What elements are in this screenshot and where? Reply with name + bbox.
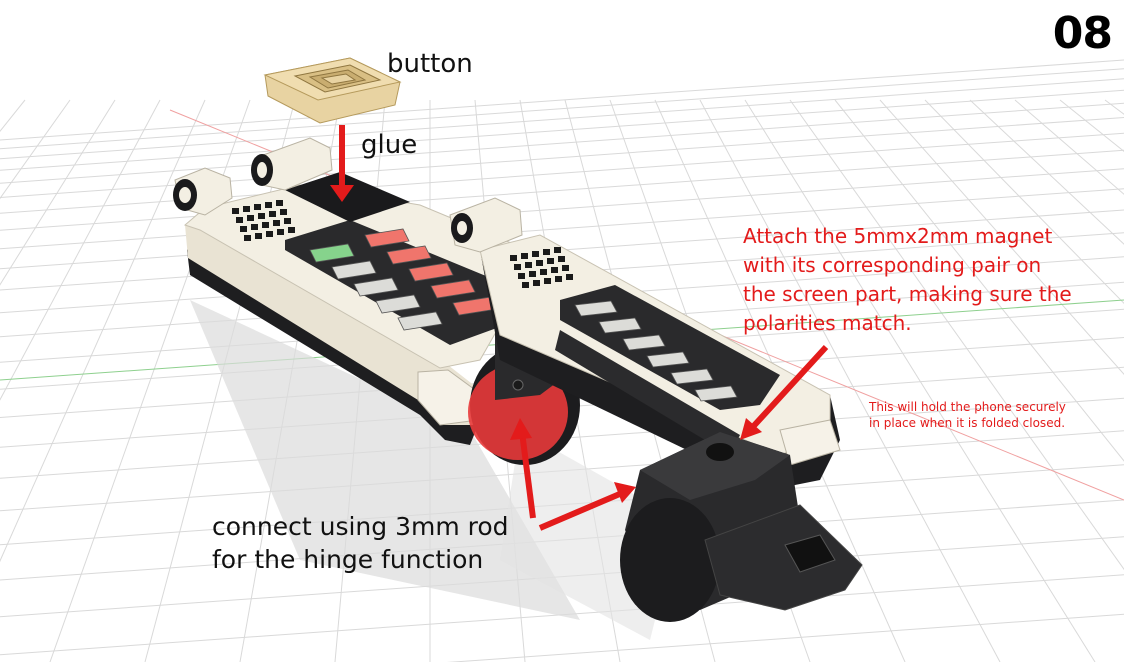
speaker-hole: [244, 235, 251, 241]
speaker-hole: [277, 229, 284, 235]
key: [430, 279, 476, 299]
speaker-hole: [262, 222, 269, 228]
screen-slot: [574, 300, 618, 317]
speaker-hole: [288, 227, 295, 233]
hinge-arrow-right: [538, 490, 624, 531]
magnet-instruction-line: with its corresponding pair on: [743, 253, 1042, 277]
screen-slot: [646, 351, 690, 368]
speaker-hole: [558, 256, 565, 262]
speaker-hole: [551, 267, 558, 273]
screen-slot: [598, 317, 642, 334]
speaker-hole: [243, 206, 250, 212]
speaker-hole: [522, 282, 529, 288]
speaker-hole: [521, 253, 528, 259]
hold-note-line: in place when it is folded closed.: [869, 416, 1066, 430]
speaker-hole: [529, 271, 536, 277]
speaker-grille-right: [510, 247, 573, 288]
key: [408, 262, 454, 282]
magnet-instruction-line: Attach the 5mmx2mm magnet: [743, 224, 1053, 248]
speaker-hole: [265, 202, 272, 208]
speaker-hole: [276, 200, 283, 206]
speaker-hole: [554, 247, 561, 253]
key: [364, 228, 410, 248]
button-part: [263, 57, 402, 124]
speaker-hole: [280, 209, 287, 215]
glue-arrow-head: [330, 185, 354, 202]
speaker-hole: [566, 274, 573, 280]
hinge-arrow-up: [519, 431, 536, 519]
screen-slots: [574, 300, 738, 402]
shadow: [190, 300, 580, 620]
magnet-arrow-head: [740, 418, 762, 440]
hinge-instruction: connect using 3mm rod for the hinge func…: [212, 510, 509, 576]
speaker-hole: [266, 231, 273, 237]
hinge-arrow-up-head: [510, 418, 532, 440]
hinge-knuckle-top: [251, 137, 333, 191]
hinge-knuckle-left: [173, 167, 233, 216]
magnet-instruction-line: polarities match.: [743, 311, 912, 335]
speaker-hole: [555, 276, 562, 282]
speaker-hole: [544, 278, 551, 284]
keypad-keys: [309, 228, 498, 331]
hinge-arrow-right-head: [614, 482, 636, 503]
arrows: [330, 125, 829, 531]
speaker-hole: [543, 249, 550, 255]
speaker-hole: [510, 255, 517, 261]
speaker-hole: [525, 262, 532, 268]
speaker-hole: [247, 215, 254, 221]
key: [397, 311, 443, 331]
magnet-instruction: Attach the 5mmx2mm magnet with its corre…: [743, 222, 1072, 338]
speaker-hole: [269, 211, 276, 217]
hinge-cylinder: [620, 432, 863, 622]
speaker-hole: [251, 224, 258, 230]
screen-slot: [694, 385, 738, 402]
hinge-instruction-line: for the hinge function: [212, 545, 484, 574]
speaker-hole: [533, 280, 540, 286]
key: [375, 294, 421, 314]
speaker-hole: [540, 269, 547, 275]
speaker-hole: [562, 265, 569, 271]
speaker-hole: [547, 258, 554, 264]
speaker-hole: [236, 217, 243, 223]
speaker-hole: [240, 226, 247, 232]
hinge-instruction-line: connect using 3mm rod: [212, 512, 509, 541]
step-number: 08: [1052, 8, 1113, 59]
magnet-arrow: [747, 344, 829, 433]
screen-slot: [622, 334, 666, 351]
key: [309, 243, 355, 263]
speaker-hole: [518, 273, 525, 279]
button-label: button: [387, 49, 473, 79]
speaker-hole: [254, 204, 261, 210]
magnet-instruction-line: the screen part, making sure the: [743, 282, 1072, 306]
key: [353, 277, 399, 297]
speaker-grille-left: [232, 200, 295, 241]
speaker-hole: [232, 208, 239, 214]
speaker-hole: [514, 264, 521, 270]
speaker-hole: [532, 251, 539, 257]
hinge-rod: [555, 330, 740, 455]
hold-note: This will hold the phone securely in pla…: [869, 399, 1066, 431]
speaker-hole: [284, 218, 291, 224]
key: [331, 260, 377, 280]
hold-note-line: This will hold the phone securely: [869, 400, 1066, 414]
hinge-knuckle-right: [449, 197, 523, 253]
speaker-hole: [258, 213, 265, 219]
speaker-hole: [536, 260, 543, 266]
speaker-hole: [255, 233, 262, 239]
screen-slot: [670, 368, 714, 385]
glue-label: glue: [361, 130, 418, 160]
key: [386, 245, 432, 265]
speaker-hole: [273, 220, 280, 226]
